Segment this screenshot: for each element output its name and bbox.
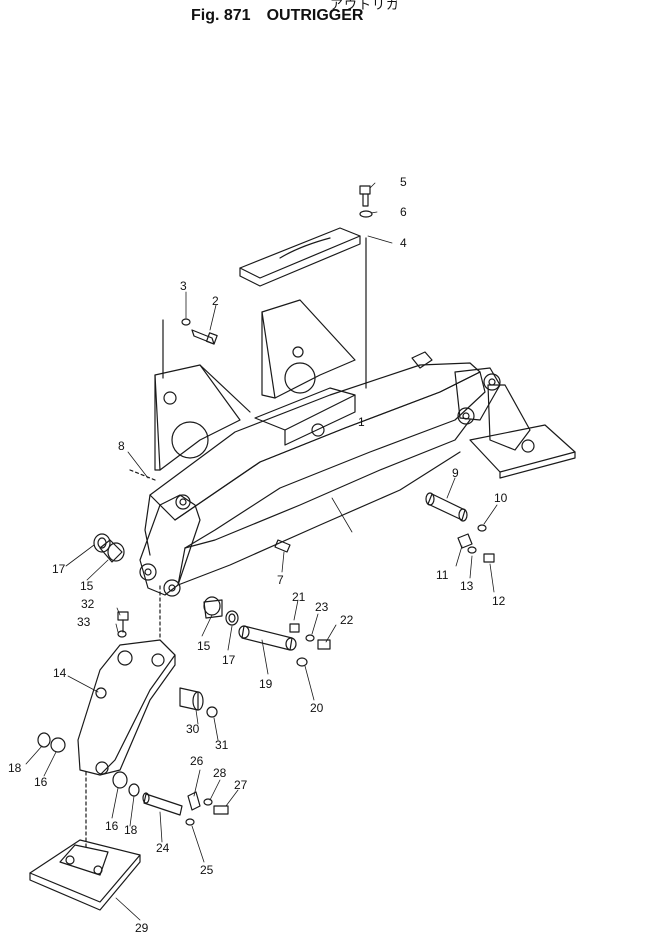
callout-1: 1 [358,415,365,429]
callout-24: 24 [156,841,170,855]
callout-30: 30 [186,722,200,736]
callout-7: 7 [277,573,284,587]
callout-17-upper: 17 [52,562,66,576]
callout-8: 8 [118,439,125,453]
callout-19: 19 [259,677,273,691]
callout-6: 6 [400,205,407,219]
callout-9: 9 [452,466,459,480]
pin-24 [142,792,183,816]
callout-28: 28 [213,766,227,780]
callout-33: 33 [77,615,91,629]
figure-number: Fig. 871 [191,7,251,24]
figure-name: OUTRIGGER [266,7,364,24]
top-bolt-stack [359,185,373,389]
callout-32: 32 [81,597,95,611]
pin-19 [238,625,297,651]
callout-31: 31 [215,738,229,752]
callout-18-right: 18 [124,823,138,837]
pin-7 [274,539,291,553]
callout-2: 2 [212,294,219,308]
callout-16-right: 16 [105,819,119,833]
outrigger-leg [77,585,176,776]
fasteners-10-13 [457,524,495,563]
part-8-line [129,469,156,481]
figure-kana-title: アウトリガ [330,0,401,13]
callout-25: 25 [200,863,214,877]
callout-23: 23 [315,600,329,614]
pin-9 [425,492,468,522]
figure-title: Fig. 871 OUTRIGGER [191,7,363,25]
bushings-upper [93,533,125,563]
callout-17-middle: 17 [222,653,236,667]
callout-15-upper: 15 [80,579,94,593]
fasteners-20-23 [289,623,331,667]
leader-lines [25,182,498,921]
callout-29: 29 [135,921,149,934]
callout-14: 14 [53,666,67,680]
callout-20: 20 [310,701,324,715]
callout-21: 21 [292,590,306,604]
lower-bushings-left [37,732,66,753]
rear-foot-plate [469,384,576,479]
foot-pad [29,771,141,911]
bushing-30 [179,687,218,718]
bolt-32-washer-33 [117,611,129,638]
callout-5: 5 [400,175,407,189]
fasteners-25-28 [185,791,229,826]
callout-15-middle: 15 [197,639,211,653]
cover-plate [239,227,361,287]
callout-3: 3 [180,279,187,293]
left-mounting-bracket [154,319,251,471]
outrigger-frame [139,351,501,597]
right-mounting-bracket [261,299,356,399]
callout-12: 12 [492,594,506,608]
callout-18-left: 18 [8,761,22,775]
callout-11: 11 [436,568,449,582]
part-callouts: 1 2 3 4 5 6 7 8 9 10 11 12 13 14 15 15 1… [8,175,508,934]
callout-16-left: 16 [34,775,48,789]
callout-26: 26 [190,754,204,768]
callout-27: 27 [234,778,248,792]
callout-22: 22 [340,613,354,627]
callout-13: 13 [460,579,474,593]
callout-10: 10 [494,491,508,505]
bolt-2-washer-3 [181,318,218,345]
callout-4: 4 [400,236,407,250]
